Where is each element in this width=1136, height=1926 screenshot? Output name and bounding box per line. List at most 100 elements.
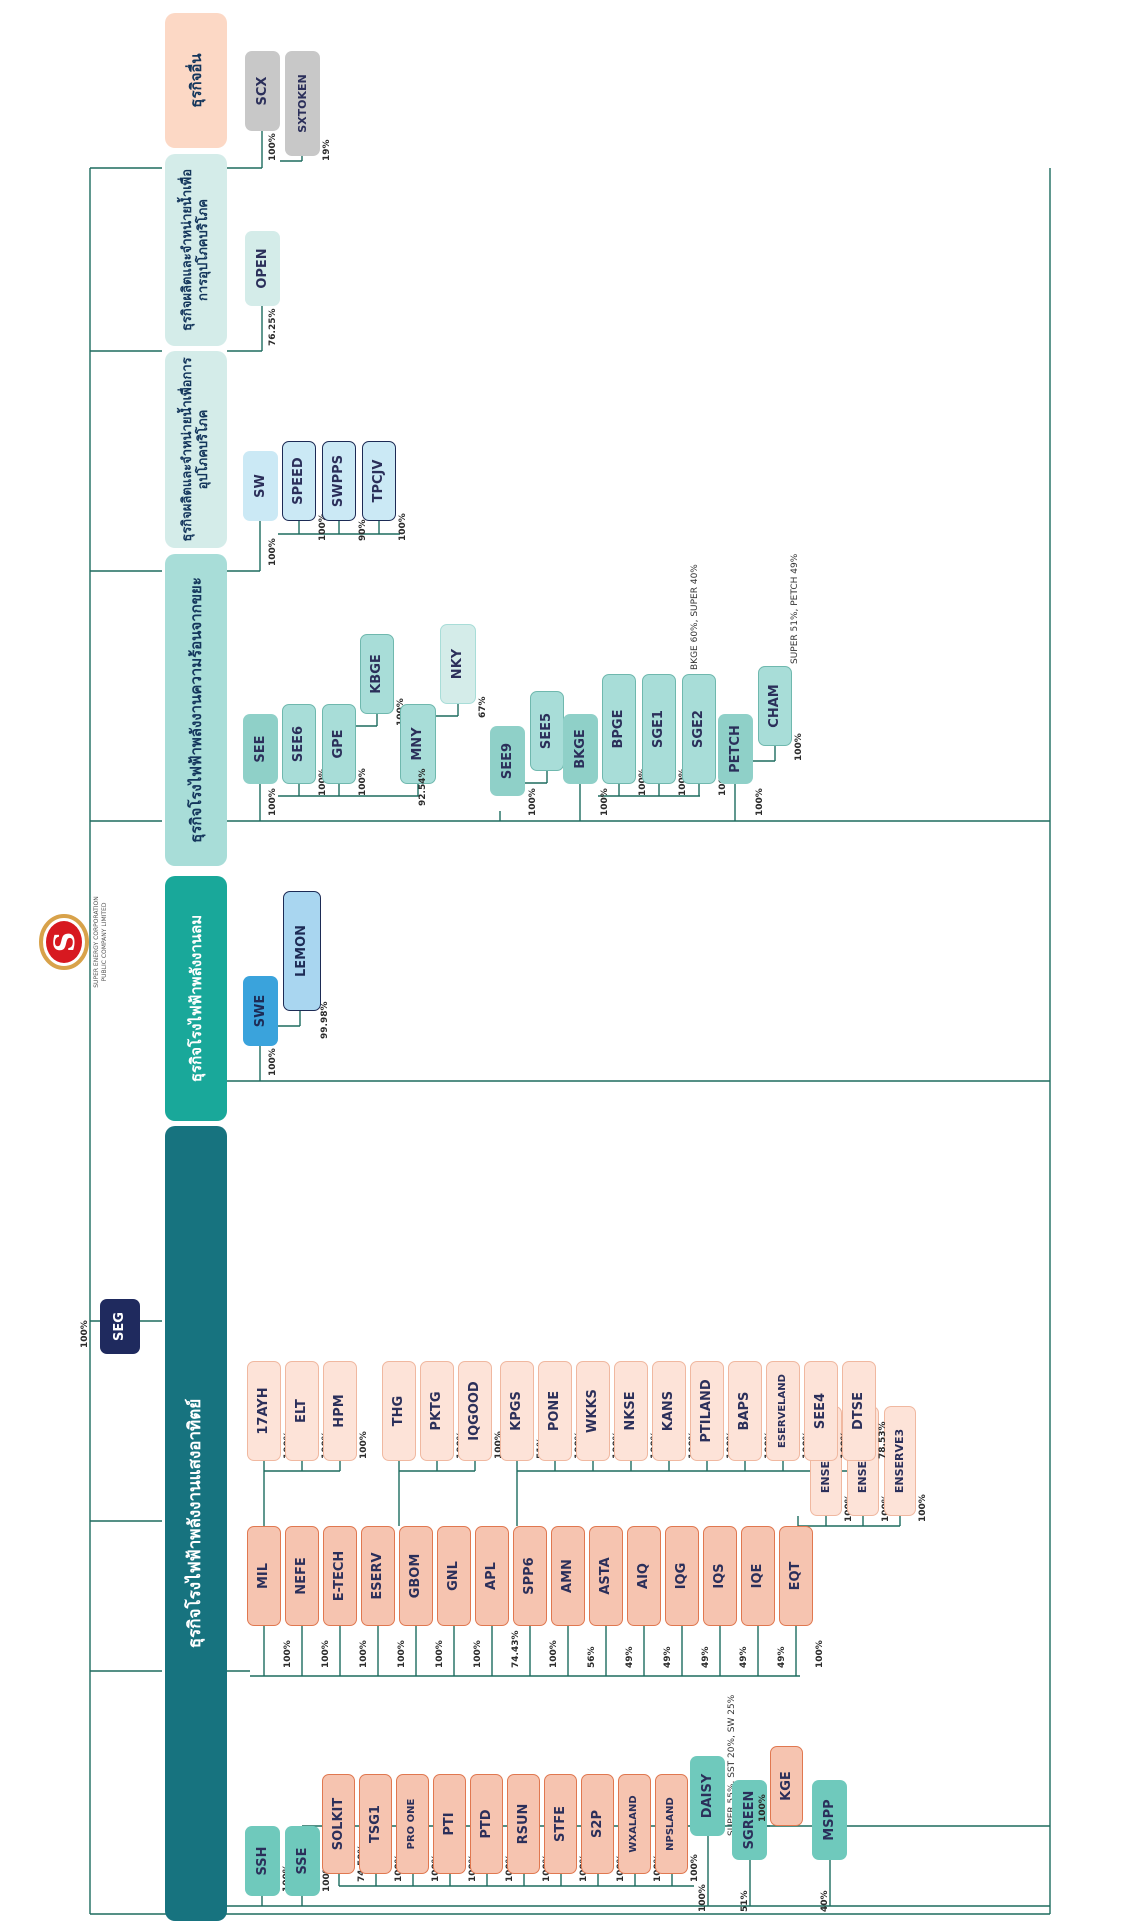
- node-s2p: S2P: [581, 1774, 614, 1874]
- pct-mspp: 40%: [820, 1890, 830, 1912]
- pct-iqe: 49%: [777, 1646, 787, 1668]
- category-other: ธุรกิจอื่น: [165, 13, 227, 148]
- pct-kge: 100%: [758, 1794, 768, 1822]
- pct-sgreen: 51%: [740, 1890, 750, 1912]
- node-proone: PRO ONE: [396, 1774, 429, 1874]
- node-kge: KGE: [770, 1746, 803, 1826]
- node-see5: SEE5: [530, 691, 564, 771]
- pct-see: 100%: [268, 788, 278, 816]
- node-ssh: SSH: [245, 1826, 280, 1896]
- node-nefe: NEFE: [285, 1526, 319, 1626]
- node-enserve3: ENSERVE3: [884, 1406, 916, 1516]
- pct-enserve3: 100%: [918, 1494, 928, 1522]
- node-solkit: SOLKIT: [322, 1774, 355, 1874]
- node-iqg: IQG: [665, 1526, 699, 1626]
- node-baps: BAPS: [728, 1361, 762, 1461]
- node-spp6: SPP6: [513, 1526, 547, 1626]
- node-apl: APL: [475, 1526, 509, 1626]
- node-open: OPEN: [245, 231, 280, 306]
- node-bkge: BKGE: [563, 714, 598, 784]
- node-pti: PTI: [433, 1774, 466, 1874]
- pct-lemon: 99.98%: [320, 1001, 330, 1040]
- node-gbom: GBOM: [399, 1526, 433, 1626]
- pct-petch: 100%: [755, 788, 765, 816]
- pct-scx: 100%: [268, 133, 278, 161]
- node-pktg: PKTG: [420, 1361, 454, 1461]
- pct-dtse: 78.53%: [878, 1421, 888, 1460]
- node-ptiland: PTILAND: [690, 1361, 724, 1461]
- node-tpcjv: TPCJV: [362, 441, 396, 521]
- node-eserveland: ESERVELAND: [766, 1361, 800, 1461]
- pct-gnl: 100%: [473, 1640, 483, 1668]
- node-kbge: KBGE: [360, 634, 394, 714]
- logo-company-line2: PUBLIC COMPANY LIMITED: [101, 902, 108, 981]
- pct-asta: 49%: [625, 1646, 635, 1668]
- pct-aiq: 49%: [663, 1646, 673, 1668]
- category-solar: ธุรกิจโรงไฟฟ้าพลังงานแสงอาทิตย์: [165, 1126, 227, 1921]
- company-logo: S SUPER ENERGY CORPORATION PUBLIC COMPAN…: [28, 882, 118, 1002]
- node-petch: PETCH: [718, 714, 753, 784]
- node-wkks: WKKS: [576, 1361, 610, 1461]
- pct-nky: 67%: [478, 696, 488, 718]
- pct-tpcjv: 100%: [398, 513, 408, 541]
- node-thg: THG: [382, 1361, 416, 1461]
- node-pone: PONE: [538, 1361, 572, 1461]
- category-waste: ธุรกิจโรงไฟฟ้าพลังงานความร้อนจากขยะ: [165, 554, 227, 866]
- pct-sxtoken: 19%: [322, 139, 332, 161]
- pct-mny: 92.54%: [418, 768, 428, 807]
- node-swe: SWE: [243, 976, 278, 1046]
- node-swpps: SWPPS: [322, 441, 356, 521]
- pct-etech: 100%: [359, 1640, 369, 1668]
- node-see: SEE: [243, 714, 278, 784]
- node-eserv: ESERV: [361, 1526, 395, 1626]
- pct-gbom: 100%: [435, 1640, 445, 1668]
- pct-iqs: 49%: [739, 1646, 749, 1668]
- pct-nefe: 100%: [321, 1640, 331, 1668]
- super-energy-logo-icon: S SUPER ENERGY CORPORATION PUBLIC COMPAN…: [39, 896, 108, 988]
- node-eqt: EQT: [779, 1526, 813, 1626]
- node-iqe: IQE: [741, 1526, 775, 1626]
- note-cham: SUPER 51%, PETCH 49%: [790, 553, 800, 664]
- pct-eqt: 100%: [815, 1640, 825, 1668]
- node-tsg1: TSG1: [359, 1774, 392, 1874]
- pct-hpm: 100%: [359, 1431, 369, 1459]
- node-iqgood: IQGOOD: [458, 1361, 492, 1461]
- node-etech: E-TECH: [323, 1526, 357, 1626]
- node-daisy: DAISY: [690, 1756, 725, 1836]
- node-hpm: HPM: [323, 1361, 357, 1461]
- node-sxtoken: SXTOKEN: [285, 51, 320, 156]
- node-amn: AMN: [551, 1526, 585, 1626]
- pct-eserv: 100%: [397, 1640, 407, 1668]
- node-gnl: GNL: [437, 1526, 471, 1626]
- node-cham: CHAM: [758, 666, 792, 746]
- node-sge1: SGE1: [642, 674, 676, 784]
- node-ptd: PTD: [470, 1774, 503, 1874]
- category-water1: ธุรกิจผลิตและจำหน่ายน้ำเพื่อการอุปโภคบริ…: [165, 351, 227, 548]
- pct-amn: 56%: [587, 1646, 597, 1668]
- pct-mil: 100%: [283, 1640, 293, 1668]
- node-sge2: SGE2: [682, 674, 716, 784]
- node-kans: KANS: [652, 1361, 686, 1461]
- category-wind: ธุรกิจโรงไฟฟ้าพลังงานลม: [165, 876, 227, 1121]
- pct-npsland: 100%: [690, 1854, 700, 1882]
- pct-daisy: 100%: [698, 1884, 708, 1912]
- node-rsun: RSUN: [507, 1774, 540, 1874]
- node-asta: ASTA: [589, 1526, 623, 1626]
- node-elt: ELT: [285, 1361, 319, 1461]
- logo-initial: S: [48, 932, 81, 952]
- pct-iqg: 49%: [701, 1646, 711, 1668]
- node-ayh17: 17AYH: [247, 1361, 281, 1461]
- node-bpge: BPGE: [602, 674, 636, 784]
- node-mil: MIL: [247, 1526, 281, 1626]
- pct-sw: 100%: [268, 538, 278, 566]
- node-nky: NKY: [440, 624, 476, 704]
- category-water2: ธุรกิจผลิตและจำหน่ายน้ำเพื่อการอุปโภคบริ…: [165, 154, 227, 346]
- node-seg: SEG: [100, 1299, 140, 1354]
- node-iqs: IQS: [703, 1526, 737, 1626]
- node-nkse: NKSE: [614, 1361, 648, 1461]
- pct-spp6: 100%: [549, 1640, 559, 1668]
- pct-cham: 100%: [794, 733, 804, 761]
- node-see4: SEE4: [804, 1361, 838, 1461]
- node-kpgs: KPGS: [500, 1361, 534, 1461]
- node-see9: SEE9: [490, 726, 525, 796]
